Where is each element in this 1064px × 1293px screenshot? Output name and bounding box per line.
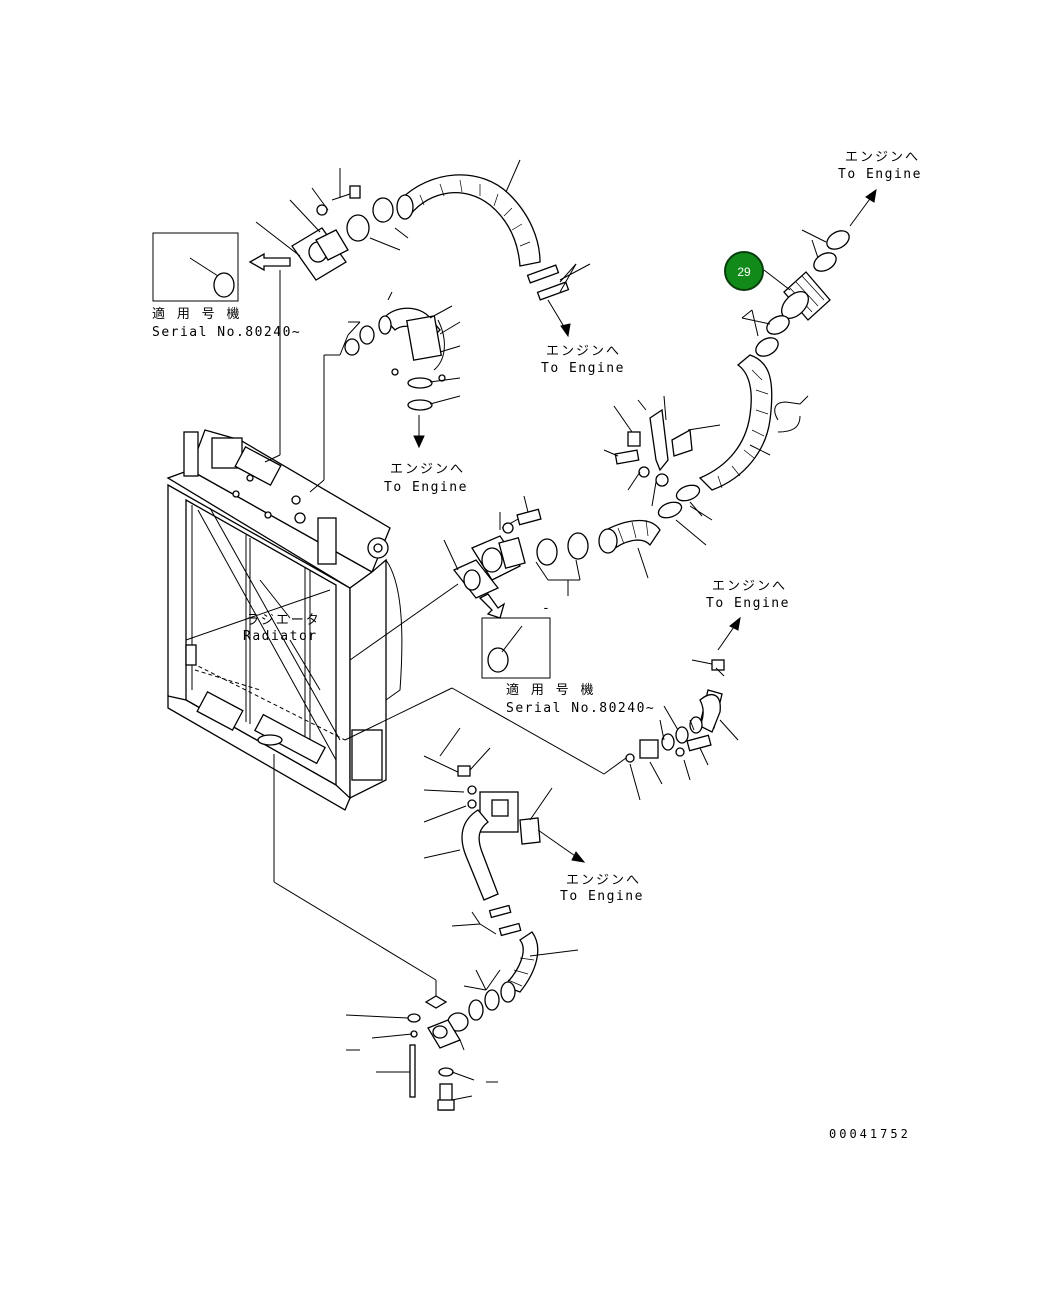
serial-label-en-upper: Serial No.80240~ bbox=[152, 325, 301, 340]
vent-hose-group bbox=[309, 291, 461, 493]
callout-29-label[interactable]: 29 bbox=[737, 265, 751, 279]
to-engine-en-5: To Engine bbox=[560, 889, 644, 904]
upper-hose-group bbox=[248, 159, 591, 463]
lower-elbow-group bbox=[423, 727, 586, 937]
radiator-label-en: Radiator bbox=[243, 629, 318, 644]
middle-hose-group bbox=[349, 495, 661, 661]
to-engine-jp-5: エンジンへ bbox=[566, 873, 641, 888]
serial-box-lower bbox=[481, 617, 551, 679]
to-engine-en-2: To Engine bbox=[384, 480, 468, 495]
serial-label-jp-upper: 適 用 号 機 bbox=[152, 306, 241, 322]
right-hose-group bbox=[603, 188, 877, 546]
serial-box-upper bbox=[152, 232, 239, 302]
to-engine-jp-3: エンジンへ bbox=[845, 150, 920, 165]
serial-label-en-lower: Serial No.80240~ bbox=[506, 701, 655, 716]
drawing-number: 00041752 bbox=[829, 1127, 911, 1141]
radiator-label-jp: ラジエータ bbox=[246, 613, 321, 628]
to-engine-en-4: To Engine bbox=[706, 596, 790, 611]
to-engine-en-3: To Engine bbox=[838, 167, 922, 182]
drain-hose-group bbox=[273, 754, 579, 1111]
to-engine-jp-1: エンジンへ bbox=[546, 344, 621, 359]
callout-29[interactable]: 29 bbox=[724, 251, 764, 291]
to-engine-en-1: To Engine bbox=[541, 361, 625, 376]
radiator-assembly bbox=[166, 429, 403, 811]
callout-29-circle[interactable] bbox=[724, 251, 764, 291]
serial-label-jp-lower: 適 用 号 機 bbox=[506, 682, 595, 698]
to-engine-jp-2: エンジンへ bbox=[390, 462, 465, 477]
to-engine-jp-4: エンジンへ bbox=[712, 579, 787, 594]
bypass-hose-group bbox=[344, 616, 741, 801]
dash-mark: - bbox=[542, 601, 550, 616]
